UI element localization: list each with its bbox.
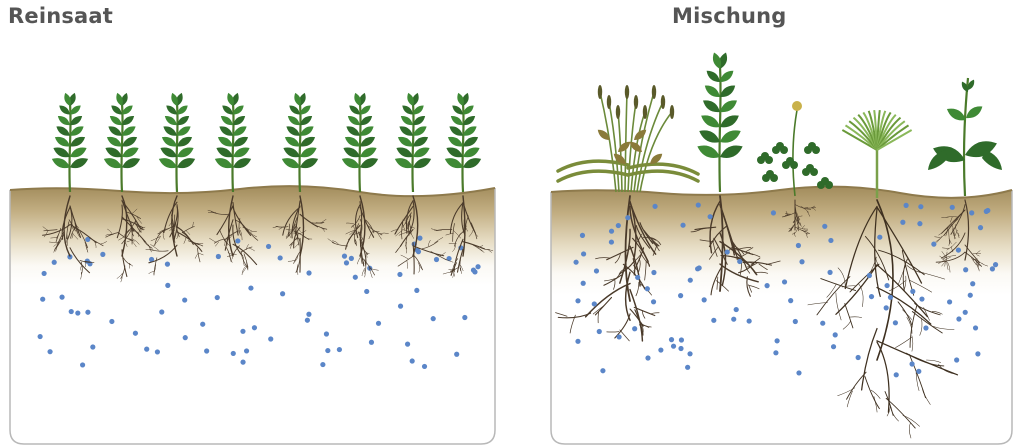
panel-reinsaat	[10, 92, 495, 444]
panel-mischung	[551, 51, 1012, 444]
mixed-plants	[558, 51, 1002, 198]
